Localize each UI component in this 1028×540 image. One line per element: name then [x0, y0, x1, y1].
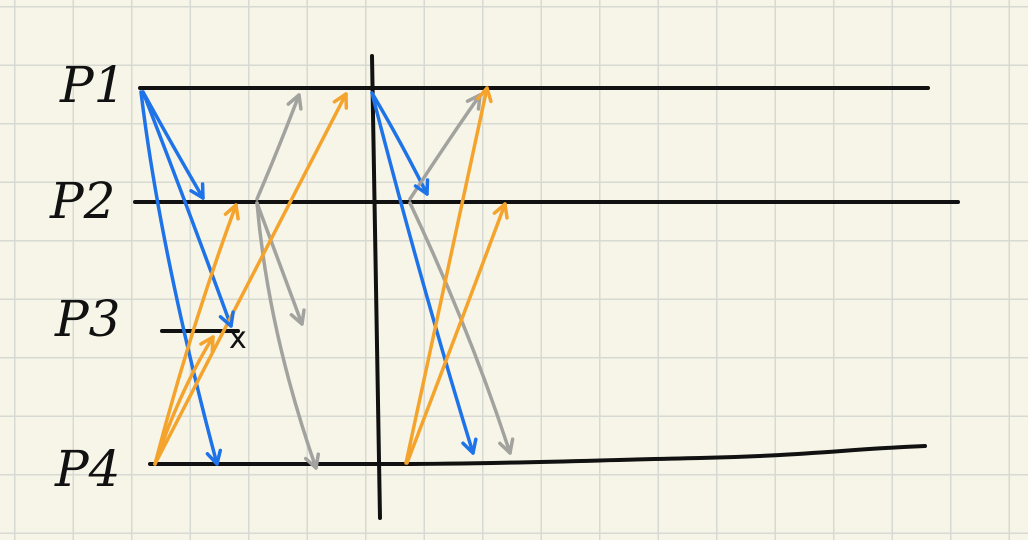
message-arrow-p1-to-p4-epoch2-head [461, 437, 478, 455]
message-arrow-p2-to-p3-head [289, 308, 306, 326]
message-arrow-p4-to-p3 [153, 335, 215, 466]
epoch-divider-line [370, 54, 382, 520]
message-arrow-p1-to-p4-head [205, 448, 223, 466]
message-arrow-p1-to-p2 [141, 90, 205, 200]
message-arrow-p4-to-p3-head [199, 335, 215, 353]
message-arrow-p1-to-p2-epoch2 [370, 91, 429, 196]
message-arrow-p2-to-p4-epoch2-head [498, 437, 515, 455]
message-arrow-p1-to-p3 [141, 90, 233, 328]
message-arrow-p2-to-p4-head [303, 452, 321, 470]
message-arrow-p4-to-p1-head [332, 92, 349, 110]
message-arrow-p2-to-p1-head [286, 93, 303, 111]
message-arrow-p4-to-p1 [153, 92, 348, 466]
message-arrow-p4-to-p2 [153, 203, 238, 466]
message-arrow-p4-to-p2-epoch2 [405, 202, 507, 465]
message-arrow-p4-to-p2-epoch2-head [492, 202, 509, 220]
process-label-p3: P3 [54, 290, 120, 348]
message-arrow-p2-to-p1 [255, 93, 301, 201]
process-label-p2: P2 [49, 172, 115, 230]
message-arrow-p1-to-p4 [139, 90, 219, 466]
message-arrow-p2-to-p4-epoch2 [408, 201, 512, 455]
message-arrow-p4-to-p1-epoch2-head [476, 86, 493, 104]
message-arrow-p1-to-p3-head [218, 310, 235, 328]
message-arrow-p4-to-p1-epoch2 [404, 86, 489, 465]
message-arrow-p2-to-p1-epoch2 [408, 93, 482, 201]
timeline-p4 [148, 444, 927, 466]
message-arrow-p2-to-p3 [255, 201, 304, 326]
message-arrow-p4-to-p2-head [223, 203, 240, 221]
message-arrow-p1-to-p4-epoch2 [370, 91, 475, 455]
process-label-p1: P1 [59, 56, 125, 114]
message-arrow-p2-to-p4 [255, 201, 318, 470]
process-label-p4: P4 [54, 440, 120, 498]
crash-marker: x [229, 321, 247, 356]
message-arrow-p1-to-p2-epoch2-head [413, 178, 430, 196]
message-arrow-p1-to-p2-head [189, 182, 205, 200]
